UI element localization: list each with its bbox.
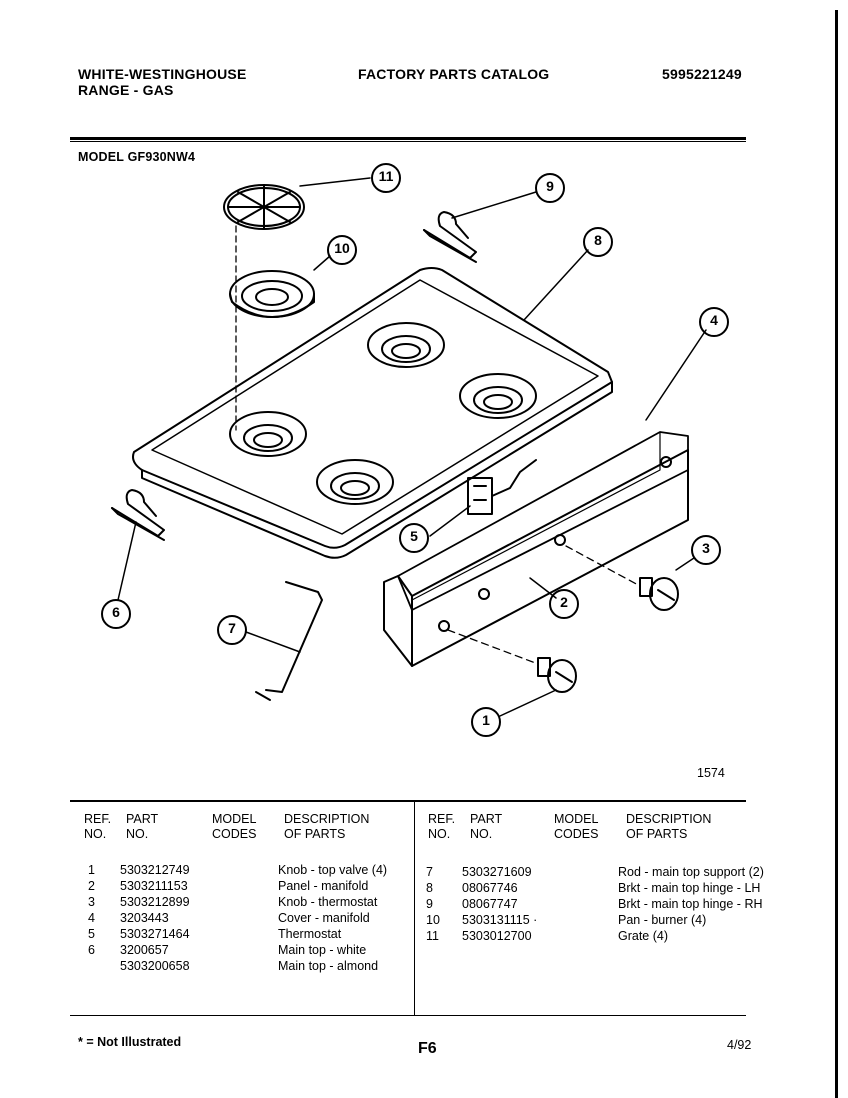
table-cell: Main top - almond [278, 959, 379, 973]
table-top-rule [70, 800, 746, 802]
right-ref-column: 7 8 9 10 11 [426, 864, 440, 944]
table-cell: 5303212749 [120, 863, 190, 877]
table-cell: Thermostat [278, 927, 342, 941]
table-cell: Cover - manifold [278, 911, 370, 925]
burner-pan-part [229, 270, 315, 318]
left-header-codes: MODEL CODES [212, 812, 257, 841]
thermostat-knob-part [639, 577, 679, 611]
table-cell: 5303131115 · [462, 913, 538, 927]
left-part-column: 5303212749 5303211153 5303212899 3203443… [120, 862, 190, 974]
callout-10: 10 [334, 240, 350, 256]
left-ref-column: 1 2 3 4 5 6 [88, 862, 95, 958]
catalog-title: FACTORY PARTS CATALOG [358, 66, 550, 82]
table-cell: 8 [426, 881, 433, 895]
right-part-column: 5303271609 08067746 08067747 5303131115 … [462, 864, 537, 944]
table-cell: Knob - thermostat [278, 895, 378, 909]
hinge-bracket-rh-part [423, 211, 477, 263]
table-cell: Brkt - main top hinge - LH [618, 881, 761, 895]
table-cell: 5303200658 [120, 959, 190, 973]
callout-1: 1 [482, 712, 490, 728]
table-cell: 3200657 [120, 943, 169, 957]
callout-5: 5 [410, 528, 418, 544]
right-desc-column: Rod - main top support (2) Brkt - main t… [618, 864, 764, 944]
table-cell: 5303271464 [120, 927, 190, 941]
table-cell: Knob - top valve (4) [278, 863, 388, 877]
exploded-parts-diagram [101, 163, 729, 737]
table-cell: 5 [88, 927, 95, 941]
footnote: * = Not Illustrated [78, 1035, 182, 1049]
table-divider [414, 802, 415, 1015]
header-rule [70, 137, 746, 140]
table-cell: 3 [88, 895, 95, 909]
manifold-cover-part [397, 431, 689, 611]
header-rule-thin [70, 141, 746, 142]
left-header-desc: DESCRIPTION OF PARTS [284, 812, 370, 841]
callout-9: 9 [546, 178, 554, 194]
callout-8: 8 [594, 232, 602, 248]
table-cell: 5303012700 [462, 929, 532, 943]
table-cell: 5303211153 [120, 879, 188, 893]
callout-11: 11 [378, 168, 394, 184]
table-cell: Pan - burner (4) [618, 913, 707, 927]
burner-holes [229, 322, 537, 505]
product-type: RANGE - GAS [78, 82, 174, 98]
table-cell: Panel - manifold [278, 879, 369, 893]
table-cell: 3203443 [120, 911, 169, 925]
left-header-ref: REF. NO. [84, 812, 112, 841]
left-header-part: PART NO. [126, 812, 159, 841]
table-cell: Main top - white [278, 943, 367, 957]
main-top-part [132, 267, 613, 559]
callout-circles [101, 163, 729, 737]
model-label: MODEL GF930NW4 [78, 150, 196, 164]
right-border-rule [835, 10, 838, 1098]
table-cell: 11 [426, 929, 439, 943]
date-code: 4/92 [727, 1038, 752, 1052]
table-cell: 5303271609 [462, 865, 532, 879]
table-cell: 6 [88, 943, 95, 957]
callout-4: 4 [710, 312, 718, 328]
table-cell: 5303212899 [120, 895, 190, 909]
table-cell: 10 [426, 913, 440, 927]
page-number: F6 [418, 1040, 437, 1057]
thermostat-part [467, 459, 537, 515]
table-cell: 08067746 [462, 881, 518, 895]
figure-number: 1574 [697, 766, 725, 780]
table-cell: 1 [88, 863, 95, 877]
right-header-ref: REF. NO. [428, 812, 456, 841]
table-bottom-rule [70, 1015, 746, 1016]
catalog-number: 5995221249 [662, 66, 742, 82]
callout-6: 6 [112, 604, 120, 620]
table-cell: 7 [426, 865, 433, 879]
left-desc-column: Knob - top valve (4) Panel - manifold Kn… [278, 862, 387, 974]
table-cell: Brkt - main top hinge - RH [618, 897, 763, 911]
right-header-part: PART NO. [470, 812, 503, 841]
table-cell: Grate (4) [618, 929, 669, 943]
grate-part [223, 184, 305, 230]
right-header-desc: DESCRIPTION OF PARTS [626, 812, 712, 841]
hinge-bracket-lh-part [111, 489, 165, 541]
top-valve-knob-part [537, 657, 577, 693]
table-cell: 9 [426, 897, 433, 911]
callout-3: 3 [702, 540, 710, 556]
callout-2: 2 [560, 594, 568, 610]
callout-7: 7 [228, 620, 236, 636]
table-cell: 2 [88, 879, 95, 893]
right-header-codes: MODEL CODES [554, 812, 599, 841]
support-rod-part [255, 581, 323, 701]
brand-name: WHITE-WESTINGHOUSE [78, 66, 247, 82]
table-cell: 4 [88, 911, 95, 925]
table-cell: 08067747 [462, 897, 518, 911]
table-cell: Rod - main top support (2) [618, 865, 764, 879]
